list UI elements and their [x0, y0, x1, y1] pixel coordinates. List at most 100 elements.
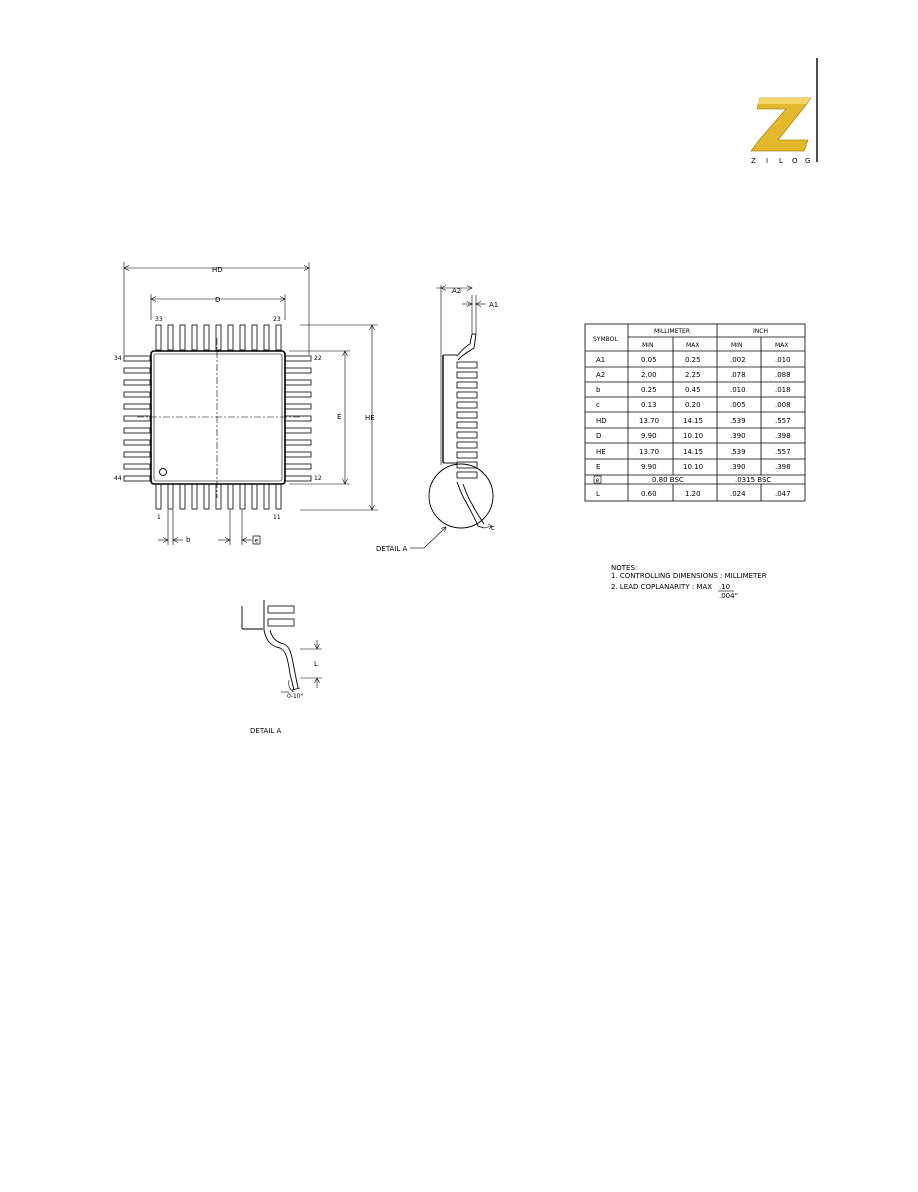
side-pin-stack	[456, 361, 478, 479]
upper-lead	[456, 333, 477, 361]
table-cell: 14.15	[683, 448, 703, 456]
pin-33-label: 33	[155, 316, 163, 323]
note-1: 1. CONTROLLING DIMENSIONS : MILLIMETER	[611, 572, 767, 580]
table-cell: .010	[775, 356, 791, 364]
table-cell-symbol: A1	[596, 356, 605, 364]
zilog-logo: Z Z I L O G	[750, 58, 818, 165]
table-row: D 9.90 10.10 .390 .398	[596, 432, 791, 440]
table-cell-symbol: HD	[596, 417, 607, 425]
table-cell: .002	[730, 356, 746, 364]
pin-11-label: 11	[273, 514, 281, 521]
table-cell: .390	[730, 463, 746, 471]
d-label: D	[215, 296, 220, 304]
bottom-pin-row	[155, 483, 282, 510]
table-cell: .018	[775, 386, 791, 394]
table-header-inch: INCH	[753, 328, 768, 335]
note-2: 2. LEAD COPLANARITY : MAX	[611, 583, 712, 591]
table-cell: 13.70	[639, 417, 659, 425]
detail-a-title: DETAIL A	[250, 727, 282, 735]
brand-letter-i: I	[766, 157, 768, 165]
detail-a-view: L 0-10° DETAIL A	[241, 600, 322, 735]
detail-a-callout: DETAIL A	[376, 545, 408, 553]
table-cell-symbol: E	[596, 463, 600, 471]
angle-label: 0-10°	[287, 693, 304, 700]
table-cell: .0315 BSC	[735, 476, 771, 484]
table-cell-symbol: D	[596, 432, 601, 440]
table-cell: 0.20	[685, 401, 701, 409]
table-cell-symbol: A2	[596, 371, 605, 379]
table-cell: .005	[730, 401, 746, 409]
table-header-symbol: SYMBOL	[593, 336, 618, 343]
table-cell-symbol: L	[596, 490, 600, 498]
l-label: L	[314, 660, 318, 668]
pin-22-label: 22	[314, 355, 322, 362]
table-cell: .557	[775, 417, 791, 425]
detail-a-circle	[428, 463, 494, 529]
brand-letter-l: L	[779, 157, 783, 165]
pin-12-label: 12	[314, 475, 322, 482]
table-subheader-mm-max: MAX	[686, 342, 699, 349]
detail-lead-top	[267, 605, 295, 614]
table-cell-symbol: HE	[596, 448, 606, 456]
table-cell: 1.20	[685, 490, 701, 498]
detail-lead-profile	[263, 629, 299, 691]
top-view: HD D	[114, 262, 378, 545]
table-cell: 0.25	[641, 386, 657, 394]
hd-label: HD	[212, 266, 223, 274]
side-view: A2 A1 c	[376, 285, 498, 553]
pin1-marker	[159, 468, 167, 476]
c-label: c	[491, 524, 495, 532]
table-cell: 0.05	[641, 356, 657, 364]
table-cell-symbol: c	[596, 401, 600, 409]
zilog-z-mark: Z	[750, 97, 812, 152]
notes-title: NOTES:	[611, 564, 637, 572]
table-row: e 0.80 BSC .0315 BSC	[593, 475, 771, 484]
table-cell: .390	[730, 432, 746, 440]
table-cell: 0.45	[685, 386, 701, 394]
table-row: b 0.25 0.45 .010 .018	[596, 386, 791, 394]
table-cell: .398	[775, 432, 791, 440]
table-cell: .047	[775, 490, 791, 498]
table-subheader-in-min: MIN	[731, 342, 742, 349]
table-cell: 0.25	[685, 356, 701, 364]
table-cell: .008	[775, 401, 791, 409]
table-cell: .024	[730, 490, 746, 498]
table-cell: 2.00	[641, 371, 657, 379]
detail-lead-mid	[267, 618, 295, 627]
pitch-basic-box	[252, 535, 261, 545]
table-row: HD 13.70 14.15 .539 .557	[596, 417, 791, 425]
brand-letter-g: G	[805, 157, 810, 165]
a1-label: A1	[489, 301, 498, 309]
table-subheader-mm-min: MIN	[642, 342, 653, 349]
table-row: HE 13.70 14.15 .539 .557	[596, 448, 791, 456]
table-cell: 14.15	[683, 417, 703, 425]
table-cell: 10.10	[683, 463, 703, 471]
table-cell: .557	[775, 448, 791, 456]
table-cell: .539	[730, 448, 746, 456]
table-cell-symbol: e	[596, 477, 600, 484]
pin-1-label: 1	[157, 514, 161, 521]
table-cell: 2.25	[685, 371, 701, 379]
table-cell-symbol: b	[596, 386, 601, 394]
lower-lead	[456, 481, 485, 529]
table-cell: .539	[730, 417, 746, 425]
table-cell: 13.70	[639, 448, 659, 456]
note-2-mm-value: .10	[719, 583, 730, 591]
brand-letter-z: Z	[751, 157, 756, 165]
dimension-table: SYMBOL MILLIMETER INCH MIN MAX MIN MAX A…	[584, 323, 806, 502]
table-header-millimeter: MILLIMETER	[654, 328, 690, 335]
table-row: A2 2.00 2.25 .078 .088	[596, 371, 791, 379]
table-cell: 10.10	[683, 432, 703, 440]
right-pin-row	[284, 355, 312, 482]
e-label: E	[337, 413, 341, 421]
table-row: E 9.90 10.10 .390 .398	[596, 463, 791, 471]
b-label: b	[186, 536, 191, 544]
table-subheader-in-max: MAX	[775, 342, 788, 349]
table-cell: 9.90	[641, 432, 657, 440]
table-cell: 0.13	[641, 401, 657, 409]
table-cell: 0.80 BSC	[652, 476, 684, 484]
table-cell: .010	[730, 386, 746, 394]
brand-letter-o: O	[792, 157, 798, 165]
